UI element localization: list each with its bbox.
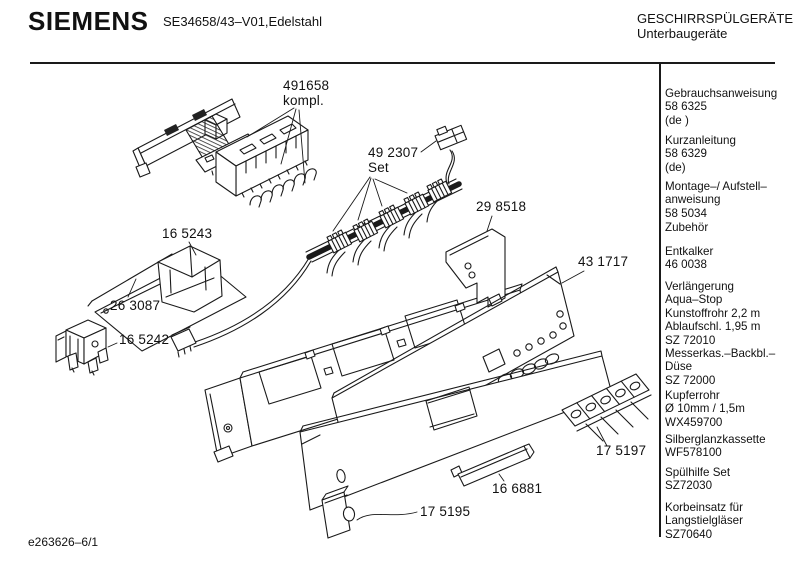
control-module-491658-drawing	[132, 98, 317, 208]
push-button-17-5195-drawing	[321, 485, 356, 539]
part-label-431717: 43 1717	[578, 254, 629, 269]
product-line: GESCHIRRSPÜLGERÄTE	[637, 11, 794, 26]
part-label-165243: 16 5243	[162, 226, 213, 241]
trim-strip-16-6881-drawing	[450, 443, 535, 487]
wiring-harness-49-2307-drawing	[305, 124, 468, 277]
product-category: GESCHIRRSPÜLGERÄTE Unterbaugeräte	[637, 11, 793, 41]
sidebar-divider	[659, 64, 661, 537]
hinge-bracket-16-5243-drawing	[94, 245, 247, 352]
button-strip-17-5197-drawing	[561, 373, 652, 442]
cable-connector-drawing	[170, 257, 312, 358]
switch-16-5242-drawing	[55, 319, 109, 376]
leader-lines	[107, 107, 608, 521]
model-number: SE34658/43–V01,Edelstahl	[163, 14, 323, 29]
document-number: e263626–6/1	[28, 535, 99, 549]
part-label-175197: 17 5197	[596, 443, 647, 458]
product-subline: Unterbaugeräte	[637, 26, 728, 41]
part-label-166881: 16 6881	[492, 481, 543, 496]
brand-logo: SIEMENS	[28, 6, 149, 36]
part-label-298518: 29 8518	[476, 199, 527, 214]
sidebar-item-zubehoer: Zubehör	[665, 221, 709, 234]
part-label-263087: 26 3087	[110, 298, 161, 313]
part-label-165242: 16 5242	[119, 332, 170, 347]
header-rule	[30, 62, 775, 64]
part-label-175195: 17 5195	[420, 504, 471, 519]
